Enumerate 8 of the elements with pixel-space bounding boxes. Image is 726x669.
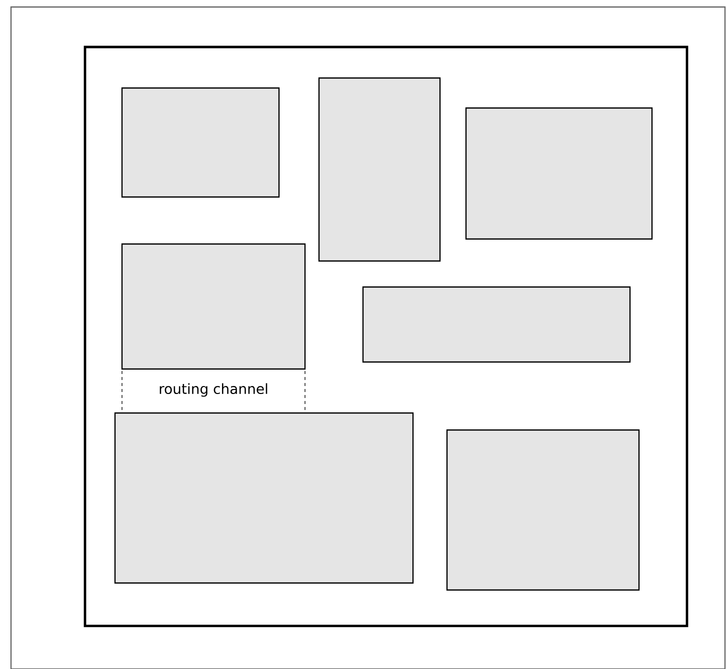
- block: [121, 87, 280, 198]
- block: [114, 412, 414, 584]
- block: [121, 243, 306, 370]
- dimension-label: routing channel: [160, 383, 268, 397]
- block: [362, 286, 631, 363]
- block: [318, 77, 441, 262]
- block: [465, 107, 653, 240]
- block: [446, 429, 640, 591]
